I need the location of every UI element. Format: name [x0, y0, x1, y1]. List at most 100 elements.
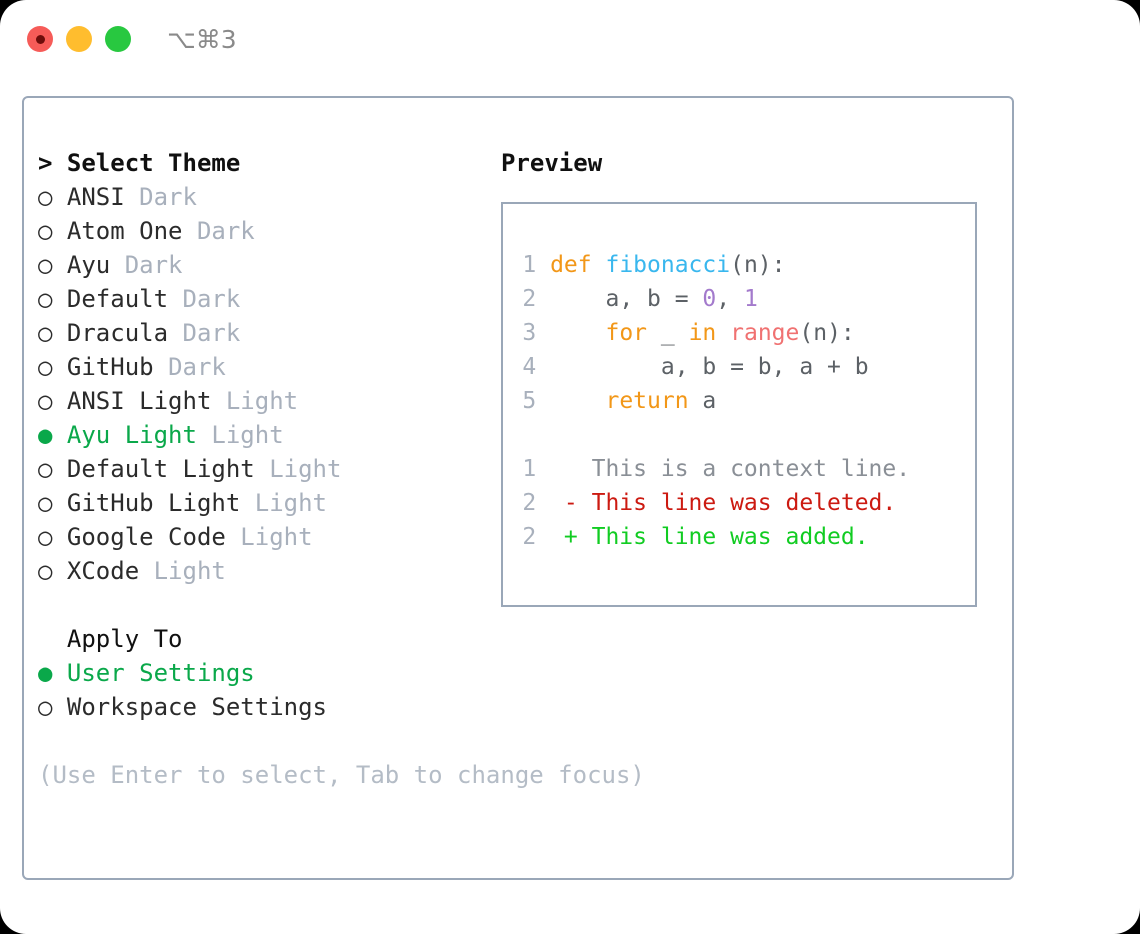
- radio-unselected-icon: ○: [38, 285, 67, 313]
- theme-option-7[interactable]: ● Ayu Light Light: [38, 418, 468, 452]
- code-token-call: range: [730, 320, 800, 346]
- code-token-txt: [716, 320, 730, 346]
- window-controls: [27, 26, 131, 52]
- title-bar: ⌥⌘3: [0, 0, 1140, 78]
- code-token-kw: def: [550, 252, 606, 278]
- radio-unselected-icon: ○: [38, 523, 67, 551]
- theme-variant-tag: Dark: [196, 217, 255, 245]
- code-gutter-space: [536, 354, 550, 380]
- code-token-num: 1: [743, 286, 758, 312]
- code-token-fn: fibonacci: [605, 252, 731, 278]
- theme-option-label: Default Light: [66, 455, 270, 483]
- theme-option-4[interactable]: ○ Dracula Dark: [38, 316, 468, 350]
- theme-option-8[interactable]: ○ Default Light Light: [38, 452, 468, 486]
- code-token-txt: ,: [716, 286, 744, 312]
- radio-unselected-icon: ○: [38, 353, 67, 381]
- radio-unselected-icon: ○: [38, 217, 67, 245]
- code-line-number: 1: [522, 252, 537, 278]
- theme-option-label: GitHub Light: [66, 489, 255, 517]
- theme-option-label: ANSI: [66, 183, 140, 211]
- code-token-txt: [550, 320, 605, 346]
- theme-option-3[interactable]: ○ Default Dark: [38, 282, 468, 316]
- diff-line-add-text: + This line was added.: [536, 524, 869, 550]
- preview-heading: Preview: [501, 149, 603, 177]
- theme-variant-tag: Light: [240, 523, 313, 551]
- apply-to-heading: Apply To: [38, 625, 183, 653]
- radio-selected-icon: ●: [38, 659, 67, 687]
- theme-option-label: XCode: [66, 557, 154, 585]
- select-theme-heading: > Select Theme: [38, 149, 241, 177]
- code-token-txt: a, b =: [550, 286, 703, 312]
- theme-option-6[interactable]: ○ ANSI Light Light: [38, 384, 468, 418]
- theme-variant-tag: Dark: [168, 353, 226, 381]
- code-line-5: 5 return a: [521, 384, 975, 418]
- theme-option-11[interactable]: ○ XCode Light: [38, 554, 468, 588]
- code-line-3: 3 for _ in range(n):: [521, 316, 975, 350]
- code-gutter-space: [536, 252, 550, 278]
- theme-option-label: ANSI Light: [66, 387, 226, 415]
- close-button-icon[interactable]: [27, 26, 53, 52]
- apply-to-option-0[interactable]: ● User Settings: [38, 656, 468, 690]
- theme-option-0[interactable]: ○ ANSI Dark: [38, 180, 468, 214]
- keyboard-hint-text: (Use Enter to select, Tab to change focu…: [38, 761, 645, 789]
- diff-line-2: 2 - This line was deleted.: [521, 486, 975, 520]
- diff-line-number: 2: [522, 524, 537, 550]
- code-token-txt: _: [647, 320, 689, 346]
- theme-list[interactable]: ○ ANSI Dark○ Atom One Dark○ Ayu Dark○ De…: [38, 180, 468, 588]
- code-line-number: 3: [522, 320, 537, 346]
- code-token-txt: a: [688, 388, 717, 414]
- theme-option-2[interactable]: ○ Ayu Dark: [38, 248, 468, 282]
- code-gutter-space: [536, 388, 550, 414]
- diff-line-number: 1: [522, 456, 537, 482]
- keyboard-shortcut-label: ⌥⌘3: [167, 24, 237, 54]
- diff-sample: 1 This is a context line.2 - This line w…: [521, 452, 975, 554]
- theme-variant-tag: Light: [211, 421, 284, 449]
- minimize-button-icon[interactable]: [66, 26, 92, 52]
- code-token-txt: a, b = b, a + b: [550, 354, 869, 380]
- code-token-kw: in: [688, 320, 717, 346]
- theme-option-label: GitHub: [66, 353, 169, 381]
- left-panel: > Select Theme ○ ANSI Dark○ Atom One Dar…: [38, 146, 645, 792]
- theme-variant-tag: Dark: [182, 285, 241, 313]
- radio-unselected-icon: ○: [38, 387, 67, 415]
- radio-unselected-icon: ○: [38, 693, 67, 721]
- code-line-number: 5: [522, 388, 537, 414]
- code-token-txt: [550, 388, 605, 414]
- code-line-number: 4: [522, 354, 537, 380]
- theme-option-label: Ayu Light: [66, 421, 212, 449]
- diff-line-del-text: - This line was deleted.: [536, 490, 897, 516]
- apply-to-option-label: User Settings: [66, 659, 255, 687]
- code-token-kw: for: [605, 320, 648, 346]
- theme-option-label: Atom One: [66, 217, 197, 245]
- theme-variant-tag: Light: [254, 489, 327, 517]
- theme-option-label: Default: [66, 285, 183, 313]
- theme-variant-tag: Light: [225, 387, 299, 415]
- theme-option-label: Ayu: [66, 251, 125, 279]
- radio-unselected-icon: ○: [38, 557, 67, 585]
- code-token-kw: return: [605, 388, 689, 414]
- theme-option-5[interactable]: ○ GitHub Dark: [38, 350, 468, 384]
- theme-variant-tag: Light: [153, 557, 226, 585]
- apply-to-list[interactable]: ● User Settings○ Workspace Settings: [38, 656, 468, 724]
- theme-option-10[interactable]: ○ Google Code Light: [38, 520, 468, 554]
- radio-unselected-icon: ○: [38, 251, 67, 279]
- hint-spacer: [38, 724, 468, 758]
- theme-variant-tag: Dark: [182, 319, 241, 347]
- apply-to-option-label: Workspace Settings: [66, 693, 327, 721]
- code-line-number: 2: [522, 286, 537, 312]
- apply-to-option-1[interactable]: ○ Workspace Settings: [38, 690, 468, 724]
- diff-line-3: 2 + This line was added.: [521, 520, 975, 554]
- code-line-4: 4 a, b = b, a + b: [521, 350, 975, 384]
- theme-option-1[interactable]: ○ Atom One Dark: [38, 214, 468, 248]
- code-diff-spacer: [521, 418, 975, 452]
- theme-option-label: Dracula: [66, 319, 183, 347]
- code-token-txt: (n):: [799, 320, 855, 346]
- theme-option-9[interactable]: ○ GitHub Light Light: [38, 486, 468, 520]
- theme-variant-tag: Dark: [139, 183, 197, 211]
- theme-picker-card: > Select Theme ○ ANSI Dark○ Atom One Dar…: [22, 96, 1014, 880]
- code-line-1: 1 def fibonacci(n):: [521, 248, 975, 282]
- maximize-button-icon[interactable]: [105, 26, 131, 52]
- radio-unselected-icon: ○: [38, 319, 67, 347]
- radio-unselected-icon: ○: [38, 489, 67, 517]
